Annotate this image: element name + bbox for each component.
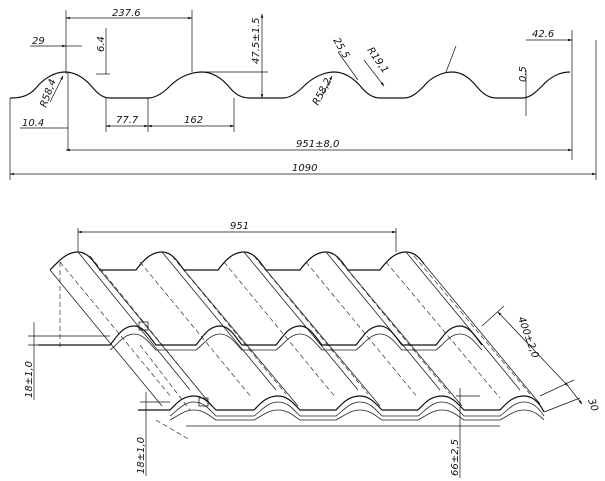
end-30-label: 30 bbox=[585, 397, 600, 413]
radius-19-label: R19,1 bbox=[365, 45, 391, 75]
height-label: 47.5±1.5 bbox=[251, 17, 262, 64]
angle-25-label: 25,5 bbox=[330, 36, 351, 61]
step-length-line bbox=[497, 311, 569, 387]
iso-lower-step-profile bbox=[138, 395, 545, 413]
thickness-label: 0.5 bbox=[518, 66, 529, 82]
pitch-label: 237.6 bbox=[112, 8, 141, 19]
iso-middle-step-profile bbox=[38, 325, 483, 346]
step-18-lower-label: 18±1,0 bbox=[136, 437, 147, 474]
iso-width-label: 951 bbox=[230, 221, 249, 232]
effective-width-label: 951±8,0 bbox=[296, 139, 339, 150]
iso-top-edge bbox=[49, 251, 425, 271]
step-length-label: 400±2,0 bbox=[515, 315, 540, 360]
sheet-profile-curve bbox=[10, 71, 571, 99]
radius-58-2-label: R58,2 bbox=[311, 76, 334, 107]
depth-66-label: 66±2,5 bbox=[450, 439, 461, 476]
flat-77-7-label: 77.7 bbox=[116, 115, 139, 126]
iso-hidden-lines bbox=[59, 255, 531, 441]
overlap-label: 42.6 bbox=[532, 29, 554, 40]
step-18-upper-label: 18±1,0 bbox=[24, 361, 35, 398]
step-29-label: 29 bbox=[32, 36, 45, 47]
step-6-4-label: 6.4 bbox=[96, 36, 107, 52]
width-162-label: 162 bbox=[184, 115, 203, 126]
total-width-label: 1090 bbox=[292, 163, 317, 174]
edge-10-4-label: 10.4 bbox=[22, 118, 44, 129]
profile-view: 237.6 29 6.4 47.5±1.5 25,5 R19,1 42.6 0.… bbox=[9, 8, 597, 180]
isometric-view: 951 bbox=[24, 221, 600, 478]
